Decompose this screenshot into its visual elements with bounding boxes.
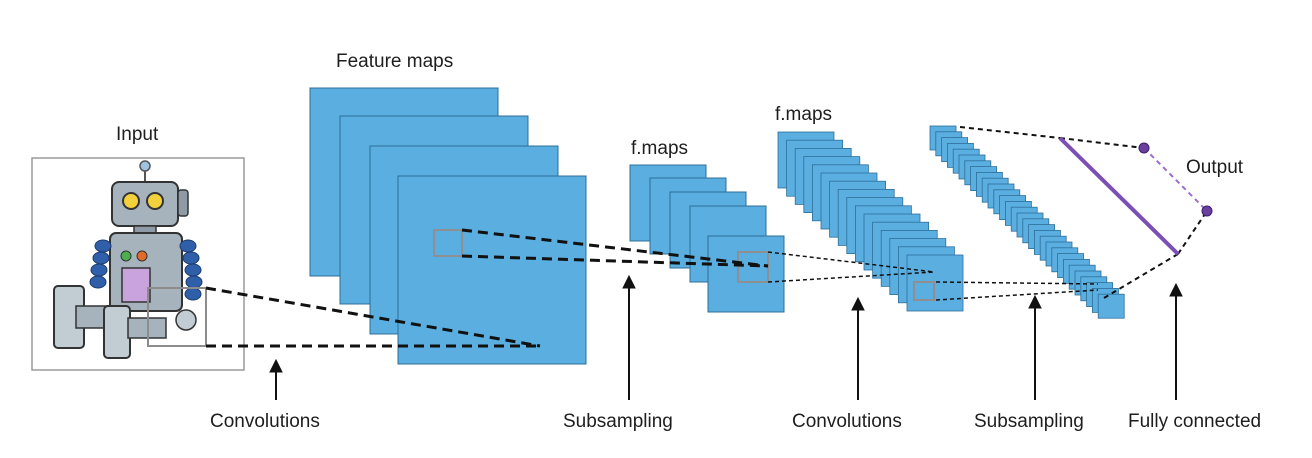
stage-label-fully-connected: Fully connected <box>1128 411 1262 432</box>
output-node <box>1138 142 1150 154</box>
feature-map <box>397 175 587 365</box>
input-label: Input <box>116 124 159 145</box>
stage-label-subsampling: Subsampling <box>563 411 673 432</box>
feature-maps-label: Feature maps <box>336 51 454 72</box>
fully-connected-layer <box>1058 136 1213 256</box>
arrow-up-icon <box>851 296 865 311</box>
feature-map-window <box>433 229 463 257</box>
fmaps-layer-1 <box>629 164 785 313</box>
connection-lines <box>205 126 1208 348</box>
input-image <box>31 157 245 371</box>
fmap-window <box>737 251 769 283</box>
input-receptive-field <box>147 287 207 347</box>
output-label: Output <box>1186 157 1244 178</box>
arrow-up-icon <box>622 274 636 289</box>
fmap-window <box>913 281 935 301</box>
stage-label-convolutions-2: Convolutions <box>792 411 902 432</box>
arrow-up-icon <box>1028 294 1042 309</box>
fmaps-layer-2 <box>777 131 964 312</box>
fmaps-label-2: f.maps <box>775 104 833 125</box>
fmaps-label-1: f.maps <box>631 138 689 159</box>
arrow-up-icon <box>269 358 283 373</box>
fully-connected-line <box>1058 136 1180 256</box>
subsampling-stack <box>929 125 1125 319</box>
stage-label-convolutions: Convolutions <box>210 411 320 432</box>
fmap <box>707 235 785 313</box>
arrow-up-icon <box>1169 282 1183 297</box>
stage-label-subsampling-2: Subsampling <box>974 411 1084 432</box>
subsample-map <box>1097 293 1125 319</box>
stage-arrows <box>269 274 1183 400</box>
feature-maps-layer <box>309 87 587 365</box>
output-node <box>1201 205 1213 217</box>
